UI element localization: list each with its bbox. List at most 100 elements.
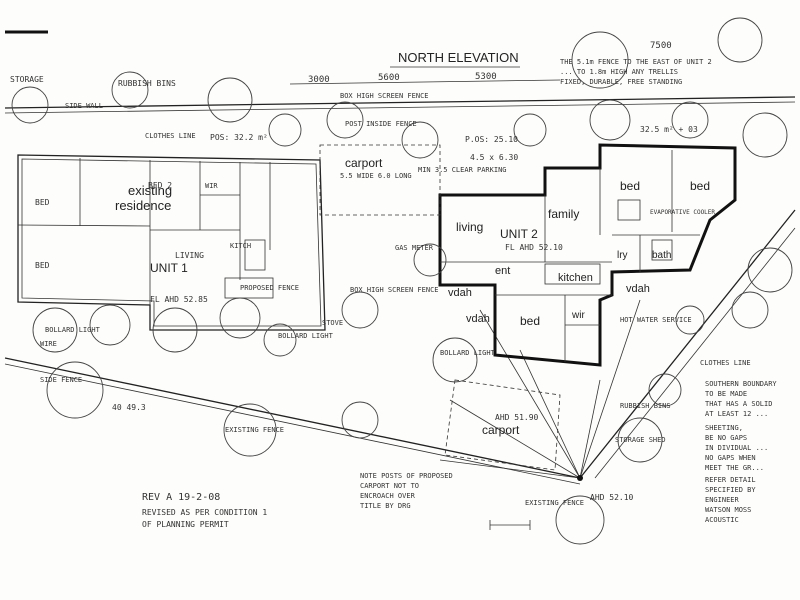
note-fence-block: THE 5.1m FENCE TO THE EAST OF UNIT 2 ...…	[560, 58, 712, 86]
label-u1-bed-b: BED	[35, 261, 50, 270]
label-laundry: lry	[617, 250, 628, 261]
ahd-5190: AHD 51.90	[495, 413, 539, 422]
svg-text:NOTE POSTS OF PROPOSED: NOTE POSTS OF PROPOSED	[360, 472, 453, 480]
north-boundary-line	[4, 96, 796, 109]
ahd-5210: AHD 52.10	[590, 493, 634, 502]
note-bollard-2: BOLLARD LIGHT	[278, 332, 334, 340]
svg-text:TITLE BY DRG: TITLE BY DRG	[360, 502, 411, 510]
svg-text:IN DIVIDUAL ...: IN DIVIDUAL ...	[705, 444, 768, 452]
note-existing-fence-2: EXISTING FENCE	[525, 499, 584, 507]
note-southern-boundary: SOUTHERN BOUNDARY TO BE MADE THAT HAS A …	[705, 380, 777, 524]
fl-unit-2: FL AHD 52.10	[505, 243, 563, 252]
label-u1-bed-a: BED	[35, 198, 50, 207]
label-unit-2: UNIT 2	[500, 227, 538, 241]
landscaping-trees	[11, 17, 793, 545]
note-post-fence: POST INSIDE FENCE	[345, 120, 417, 128]
svg-text:WATSON MOSS: WATSON MOSS	[705, 506, 751, 514]
carport-1-outline	[319, 144, 441, 216]
label-carport-2: carport	[482, 423, 520, 437]
note-storage: STORAGE	[10, 75, 44, 84]
svg-text:BE NO GAPS: BE NO GAPS	[705, 434, 747, 442]
svg-text:NO GAPS WHEN: NO GAPS WHEN	[705, 454, 756, 462]
dim-40-49-3: 40 49.3	[112, 403, 146, 412]
note-wire: WIRE	[40, 340, 57, 348]
fl-unit-1: FL AHD 52.85	[150, 295, 208, 304]
svg-text:AT LEAST 12 ...: AT LEAST 12 ...	[705, 410, 768, 418]
dimension-line-top	[289, 79, 561, 85]
label-u1-kitchen: KITCH	[230, 242, 251, 250]
note-hot-water: HOT WATER SERVICE	[620, 316, 692, 324]
svg-text:ACOUSTIC: ACOUSTIC	[705, 516, 739, 524]
dim-7500: 7500	[650, 41, 672, 51]
label-bed-2: bed	[690, 179, 710, 193]
drawing-title: NORTH ELEVATION	[398, 50, 519, 65]
dim-3000: 3000	[308, 75, 330, 85]
construction-line-5	[579, 379, 601, 479]
label-existing: existing	[128, 183, 172, 198]
svg-text:SHEETING,: SHEETING,	[705, 424, 743, 432]
svg-text:REVISED AS PER CONDITION 1: REVISED AS PER CONDITION 1	[142, 508, 267, 517]
dim-5300: 5300	[475, 72, 497, 82]
note-bollard-1: BOLLARD LIGHT	[45, 326, 101, 334]
note-screen-fence: BOX HIGH SCREEN FENCE	[340, 92, 429, 100]
svg-text:SPECIFIED BY: SPECIFIED BY	[705, 486, 756, 494]
unit-1-plan	[17, 154, 326, 331]
label-bath: bath	[652, 250, 671, 261]
revision-label: REV A 19-2-08	[142, 492, 220, 503]
construction-line-6	[449, 399, 581, 479]
svg-text:TO BE MADE: TO BE MADE	[705, 390, 747, 398]
label-family: family	[548, 207, 579, 221]
construction-line-2	[519, 349, 581, 479]
unit-2-plan	[438, 143, 737, 367]
note-rubbish-bins-2: RUBBISH BINS	[620, 402, 671, 410]
svg-text:SOUTHERN BOUNDARY: SOUTHERN BOUNDARY	[705, 380, 777, 388]
pos-unit-2-b: 32.5 m² + 03	[640, 125, 698, 134]
label-bed-3: bed	[520, 314, 540, 328]
construction-line-4	[579, 299, 641, 479]
label-living: living	[456, 220, 483, 234]
label-verandah-3: vdah	[626, 283, 650, 295]
note-clothes-line-top: CLOTHES LINE	[145, 132, 196, 140]
note-bollard-3: BOLLARD LIGHT	[440, 349, 496, 357]
note-storage-shed: STORAGE SHED	[615, 436, 666, 444]
note-clothes-line-2: CLOTHES LINE	[700, 359, 751, 367]
label-wir: wir	[571, 310, 585, 321]
svg-text:ENCROACH OVER: ENCROACH OVER	[360, 492, 416, 500]
note-gas-meter: GAS METER	[395, 244, 434, 252]
east-boundary-line	[579, 209, 796, 479]
label-carport-1: carport	[345, 156, 383, 170]
note-min-clear: MIN 3.5 CLEAR PARKING	[418, 166, 507, 174]
pos-unit-1: POS: 32.2 m²	[210, 133, 268, 142]
carport-2-outline	[444, 379, 561, 471]
svg-text:ENGINEER: ENGINEER	[705, 496, 740, 504]
label-residence: residence	[115, 198, 171, 213]
east-boundary-line-2	[594, 227, 796, 479]
svg-text:MEET THE GR...: MEET THE GR...	[705, 464, 764, 472]
svg-text:FIXED, DURABLE, FREE STANDING: FIXED, DURABLE, FREE STANDING	[560, 78, 682, 86]
label-verandah-2: vdah	[466, 313, 490, 325]
label-bed-1: bed	[620, 179, 640, 193]
svg-text:THAT HAS A SOLID: THAT HAS A SOLID	[705, 400, 772, 408]
note-proposed-fence: PROPOSED FENCE	[240, 284, 299, 292]
pos-unit-2: P.OS: 25.10	[465, 135, 518, 144]
label-u1-bed-c: BED 2	[148, 181, 172, 190]
dim-4-5x6-3: 4.5 x 6.30	[470, 153, 518, 162]
svg-text:REFER DETAIL: REFER DETAIL	[705, 476, 756, 484]
revision-note: REVISED AS PER CONDITION 1 OF PLANNING P…	[142, 508, 267, 529]
carport-1-size: 5.5 WIDE 6.0 LONG	[340, 172, 412, 180]
south-boundary-line	[4, 357, 581, 479]
note-side-wall: SIDE WALL	[65, 102, 103, 110]
note-evaporative-cooler: EVAPORATIVE COOLER	[650, 209, 715, 216]
note-existing-fence-1: EXISTING FENCE	[225, 426, 284, 434]
construction-line-3	[479, 309, 581, 479]
label-verandah-1: vdah	[448, 287, 472, 299]
svg-text:... TO 1.8m HIGH ANY TRELLIS: ... TO 1.8m HIGH ANY TRELLIS	[560, 68, 678, 76]
dim-5600: 5600	[378, 73, 400, 83]
label-unit-1: UNIT 1	[150, 261, 188, 275]
construction-line-1	[439, 459, 581, 479]
note-screen-fence-2: BOX HIGH SCREEN FENCE	[350, 286, 439, 294]
survey-point	[577, 475, 583, 481]
label-kitchen: kitchen	[558, 272, 593, 284]
